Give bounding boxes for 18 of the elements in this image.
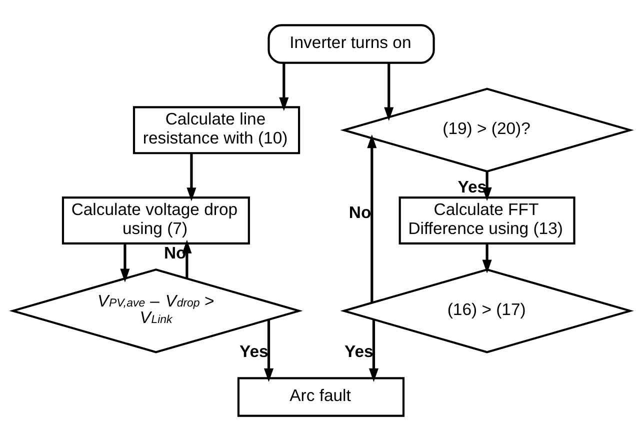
node-box: Calculate voltage drop using (7) [62, 196, 250, 244]
arrow [384, 62, 394, 120]
arrow [264, 319, 274, 382]
node-box: Inverter turns on [268, 24, 435, 64]
arrow [367, 134, 377, 302]
arrow [182, 239, 192, 278]
edge-label: No [164, 243, 186, 262]
arrow [186, 152, 196, 201]
node-box: Calculate line resistance with (10) [132, 106, 300, 154]
node-box: Calculate FFT Difference using (13) [398, 196, 576, 244]
arrow [120, 243, 130, 282]
arrow [482, 171, 492, 200]
node-box: Arc fault [237, 376, 405, 416]
arrow [368, 319, 378, 382]
arrow [482, 243, 492, 273]
node-diamond: (19) > (20)? [340, 87, 634, 172]
edge-label: No [348, 202, 372, 222]
arrow [279, 62, 289, 111]
